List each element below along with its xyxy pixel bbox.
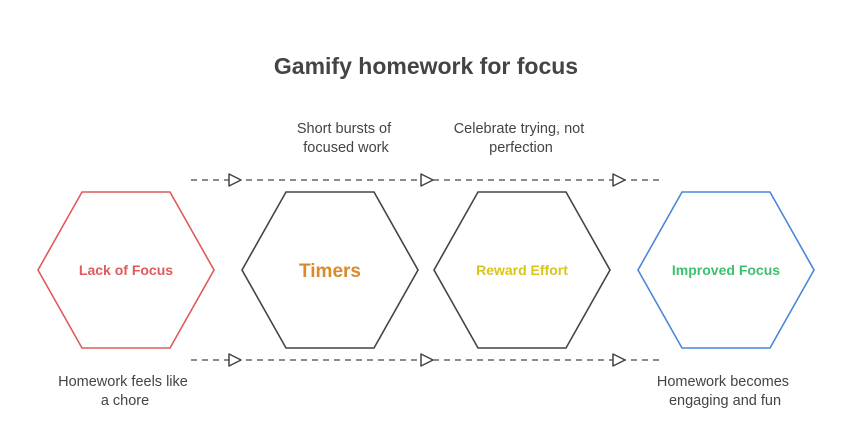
- caption-timers: Short bursts of focused work: [297, 121, 395, 156]
- caption-problem-line-1: Homework feels like: [58, 374, 188, 390]
- hexagon-timers: [241, 191, 419, 349]
- bottom-arrow-1: [228, 353, 242, 367]
- caption-reward-line-2: perfection: [489, 140, 553, 156]
- diagram-title: Gamify homework for focus: [274, 53, 578, 79]
- top-arrow-1: [228, 173, 242, 187]
- caption-reward-line-1: Celebrate trying, not: [454, 121, 585, 137]
- caption-reward: Celebrate trying, not perfection: [454, 121, 589, 156]
- label-reward-effort: Reward Effort: [476, 262, 568, 278]
- top-arrow-2: [420, 173, 434, 187]
- caption-outcome-line-2: engaging and fun: [669, 393, 781, 409]
- caption-problem: Homework feels like a chore: [58, 374, 192, 409]
- label-timers: Timers: [299, 261, 361, 282]
- caption-outcome: Homework becomes engaging and fun: [657, 374, 793, 409]
- caption-timers-line-1: Short bursts of: [297, 121, 392, 137]
- caption-outcome-line-1: Homework becomes: [657, 374, 789, 390]
- top-arrow-3: [612, 173, 626, 187]
- bottom-arrow-2: [420, 353, 434, 367]
- label-lack-of-focus: Lack of Focus: [79, 262, 173, 278]
- label-improved-focus: Improved Focus: [672, 262, 780, 278]
- caption-problem-line-2: a chore: [101, 393, 149, 409]
- hexagon-improved-focus: [637, 191, 815, 349]
- hexagon-reward-effort: [433, 191, 611, 349]
- bottom-arrow-3: [612, 353, 626, 367]
- caption-timers-line-2: focused work: [303, 140, 389, 156]
- hexagon-lack-of-focus: [37, 191, 215, 349]
